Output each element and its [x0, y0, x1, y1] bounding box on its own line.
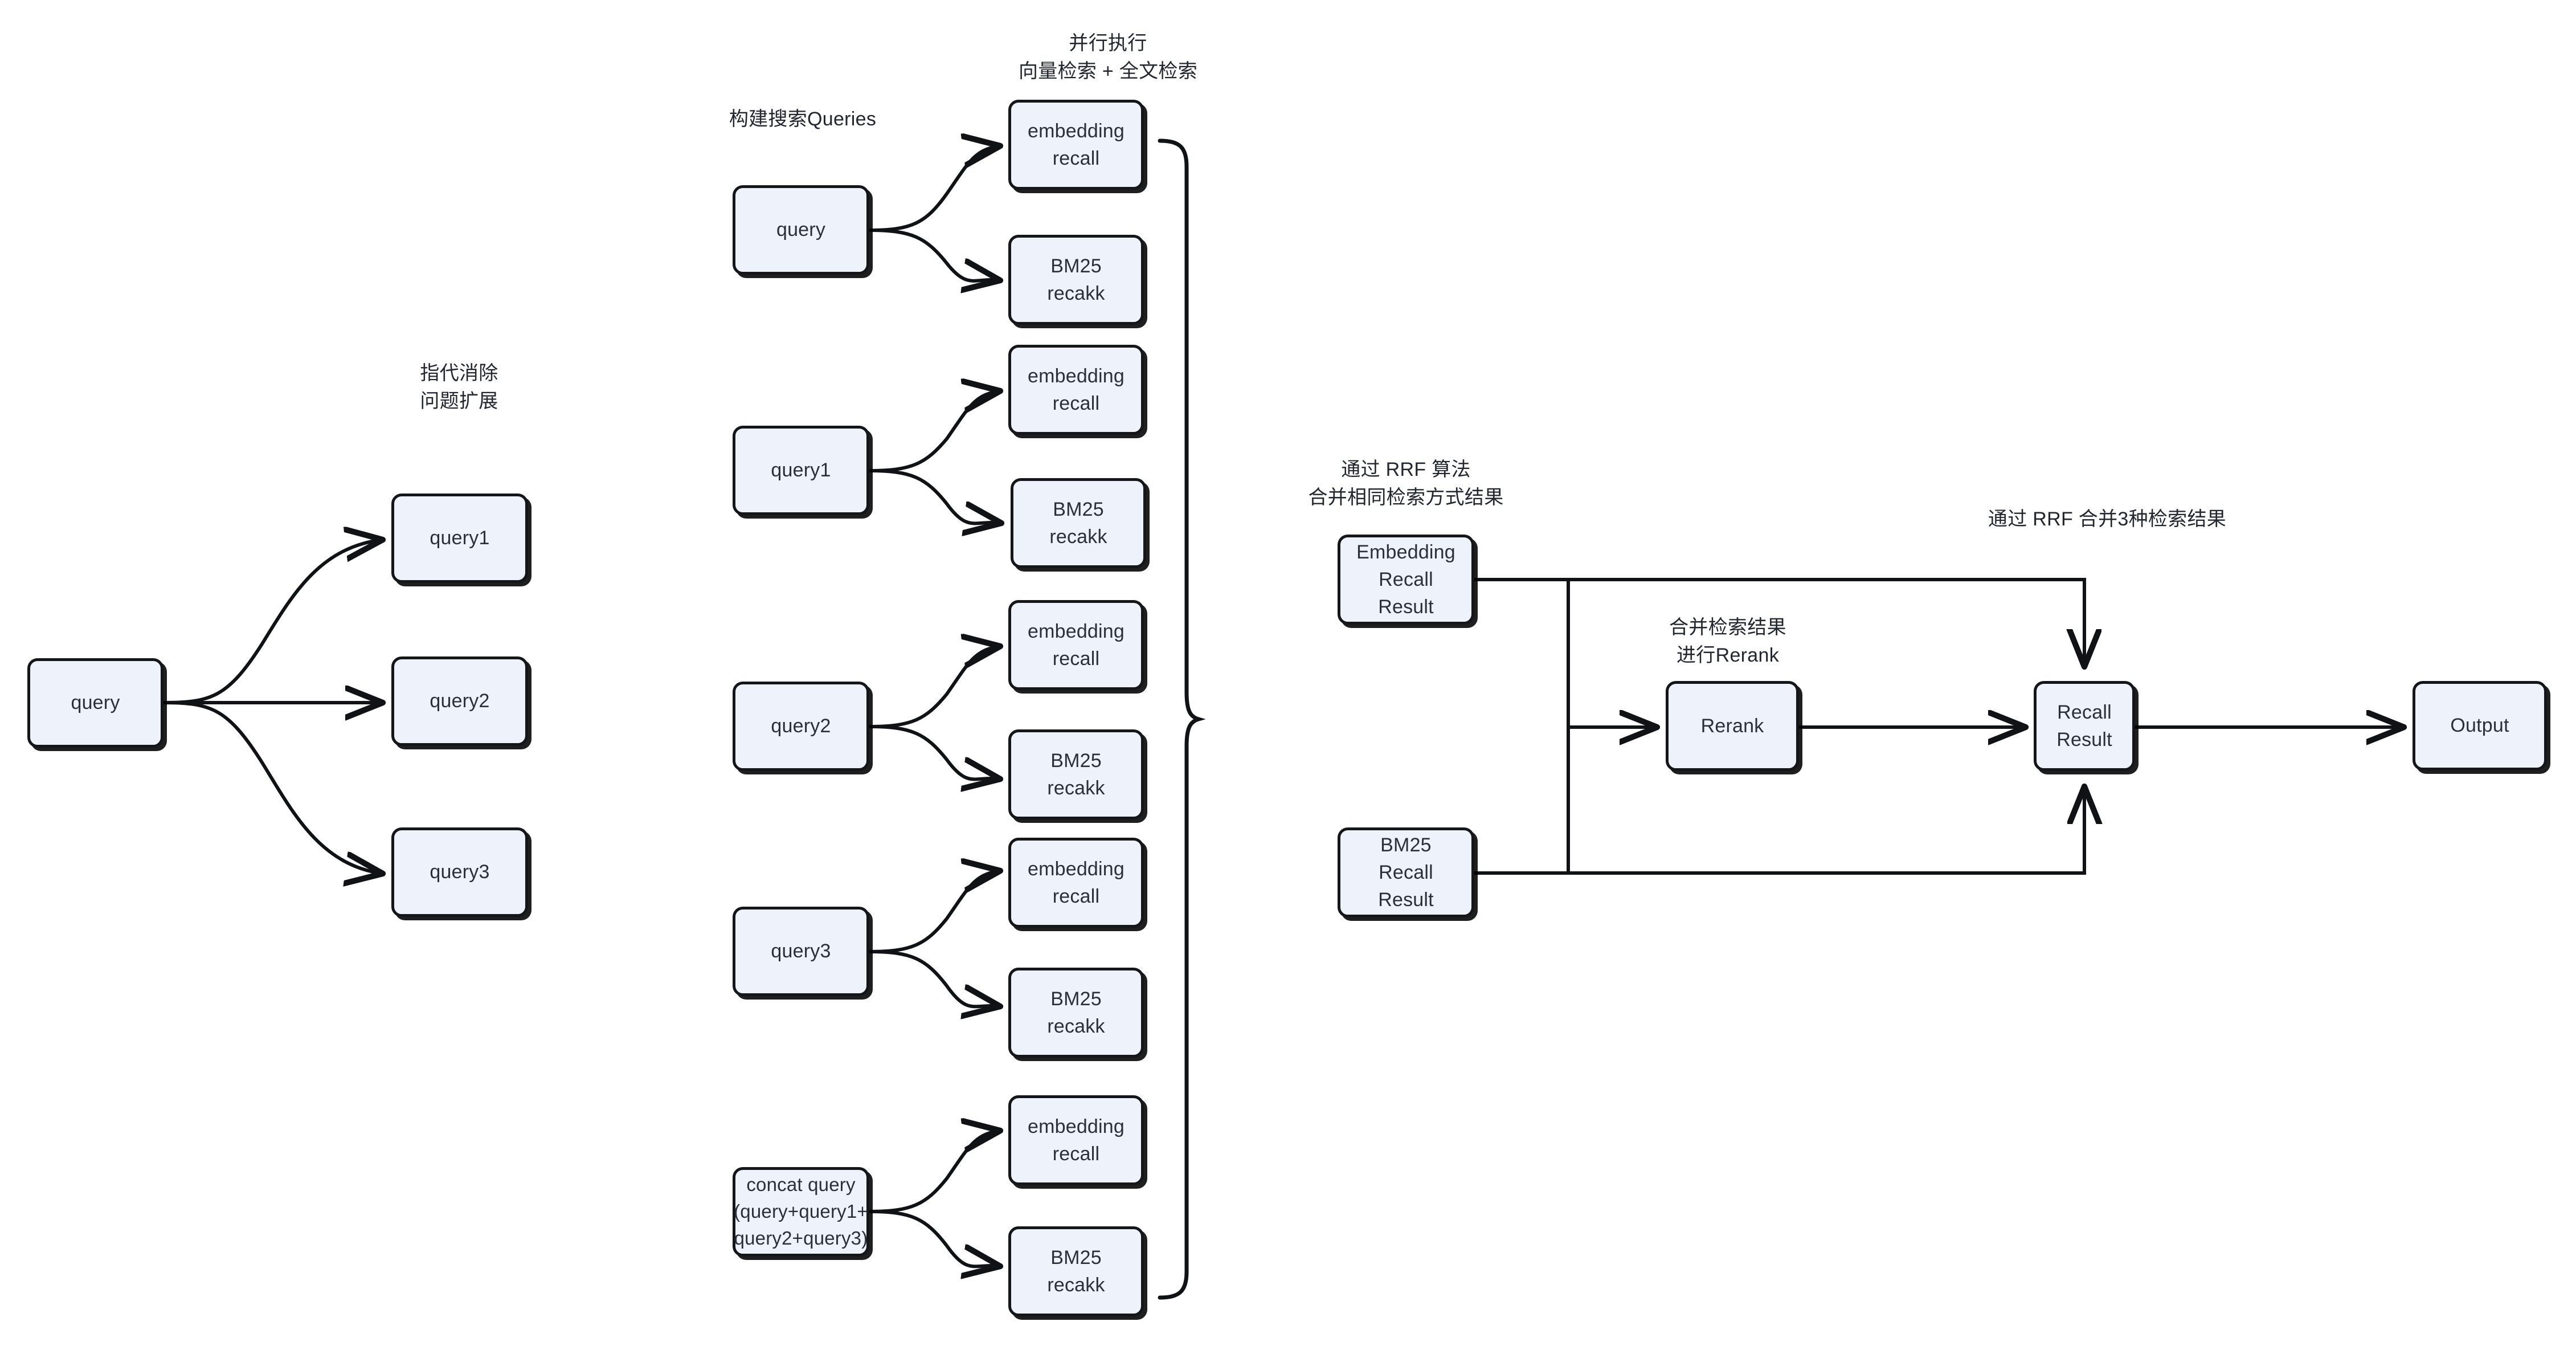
node-query2-expanded[interactable]: query2 — [391, 656, 528, 746]
annotation-build-search-queries: 构建搜索Queries — [729, 108, 877, 130]
node-output[interactable]: Output — [2413, 681, 2547, 770]
node-bm25-recall-result[interactable]: BM25 Recall Result — [1338, 827, 1474, 917]
node-search-query-2[interactable]: query2 — [733, 682, 869, 771]
annotation-merge-and-rerank: 合并检索结果 进行Rerank — [1669, 617, 1786, 667]
node-bm25-recall-0[interactable]: BM25 recakk — [1008, 235, 1144, 325]
node-search-query-concat[interactable]: concat query (query+query1+ query2+query… — [733, 1167, 869, 1257]
node-bm25-recall-4[interactable]: BM25 recakk — [1008, 1226, 1144, 1316]
node-search-query-3[interactable]: query3 — [733, 907, 869, 996]
node-bm25-recall-2[interactable]: BM25 recakk — [1008, 729, 1144, 819]
node-bm25-recall-1[interactable]: BM25 recakk — [1011, 478, 1146, 568]
node-embedding-recall-2[interactable]: embedding recall — [1008, 600, 1144, 690]
node-embedding-recall-result[interactable]: Embedding Recall Result — [1338, 535, 1474, 625]
node-query3-expanded[interactable]: query3 — [391, 827, 528, 917]
node-query1-expanded[interactable]: query1 — [391, 494, 528, 583]
annotation-coref-expansion: 指代消除 问题扩展 — [420, 362, 498, 413]
node-recall-result[interactable]: Recall Result — [2034, 681, 2135, 771]
node-embedding-recall-4[interactable]: embedding recall — [1008, 1095, 1144, 1185]
node-embedding-recall-0[interactable]: embedding recall — [1008, 100, 1144, 190]
annotation-rrf-merge-three-results: 通过 RRF 合并3种检索结果 — [1988, 508, 2227, 530]
annotation-parallel-execution: 并行执行 向量检索 + 全文检索 — [1018, 32, 1198, 83]
annotation-rrf-merge-same-method: 通过 RRF 算法 合并相同检索方式结果 — [1308, 459, 1504, 509]
node-query-root[interactable]: query — [27, 658, 163, 748]
node-embedding-recall-3[interactable]: embedding recall — [1008, 838, 1144, 928]
node-rerank[interactable]: Rerank — [1666, 681, 1799, 771]
node-embedding-recall-1[interactable]: embedding recall — [1008, 345, 1144, 435]
node-bm25-recall-3[interactable]: BM25 recakk — [1008, 968, 1144, 1058]
node-search-query-0[interactable]: query — [733, 185, 869, 275]
node-search-query-1[interactable]: query1 — [733, 426, 869, 515]
